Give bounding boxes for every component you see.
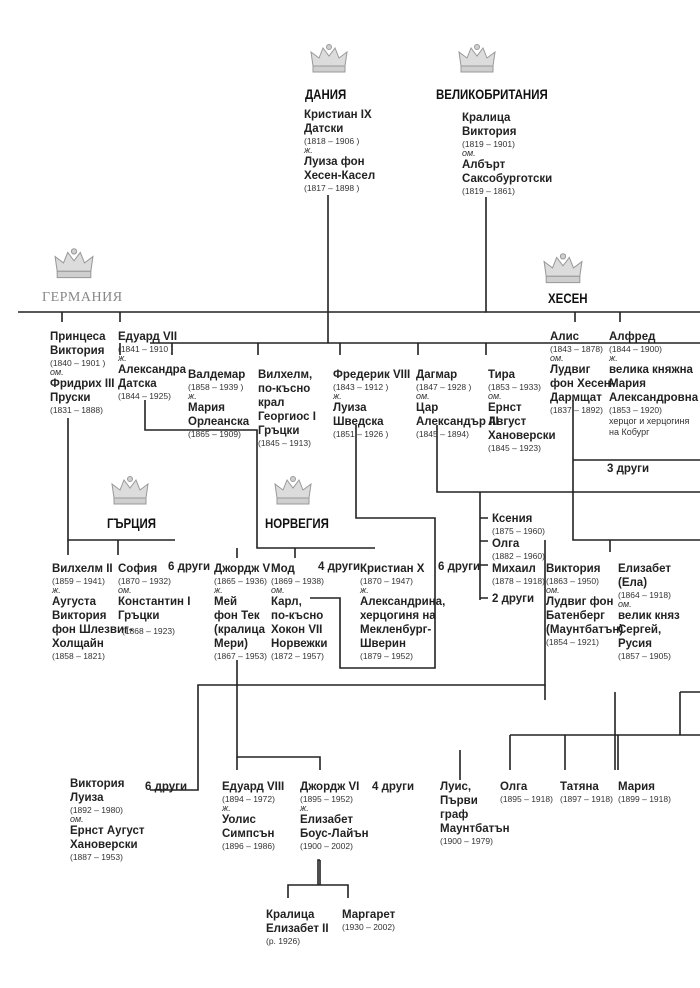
others-george-v: 4 други [372, 781, 415, 793]
others-dagmar: 2 други [492, 593, 535, 605]
country-hesse: ХЕСЕН [548, 290, 588, 306]
person-sophia: София (1870 – 1932) ом. Константин I Гръ… [118, 563, 191, 636]
person-george-vi: Джордж VI (1895 – 1952) ж. Елизабет Боус… [300, 781, 369, 852]
person-george-v: Джордж V (1865 – 1936) ж. Мей фон Тек (к… [214, 563, 271, 662]
others-alfred: 3 други [607, 463, 650, 475]
others-wilhelm-ii: 6 други [145, 781, 188, 793]
person-christian-x: Кристиан X (1870 – 1947) ж. Александрина… [360, 563, 446, 662]
person-christian-ix: Кристиан IX Датски (1818 – 1906 ) ж. Луи… [304, 109, 376, 194]
person-wilhelm-ii: Вилхелм II (1859 – 1941) ж. Аугуста Викт… [52, 563, 133, 662]
country-norway: НОРВЕГИЯ [265, 515, 329, 531]
person-queen-victoria: Кралица Виктория (1819 – 1901) ом. Албър… [462, 112, 553, 197]
person-thyra: Тира (1853 – 1933) ом. Ернст Август Хано… [488, 369, 556, 454]
crown-icon [274, 476, 312, 505]
person-elisabeth-ella: Елизабет (Ела) (1864 – 1918) ом. велик к… [618, 563, 680, 662]
person-maria: Мария (1899 – 1918) [618, 781, 671, 805]
person-frederik-viii: Фредерик VIII (1843 – 1912 ) ж. Луиза Шв… [333, 369, 411, 440]
crown-icon [310, 44, 348, 73]
person-edward-viii: Едуард VIII (1894 – 1972) ж. Уолис Симпс… [222, 781, 285, 852]
person-xenia: Ксения (1875 – 1960) [492, 513, 545, 537]
person-wilhelm-george-i: Вилхелм, по-късно крал Георгиос I Гръцки… [258, 369, 316, 449]
person-maud: Мод (1869 – 1938) ом. Карл, по-късно Хок… [271, 563, 328, 662]
person-valdemar: Валдемар (1858 – 1939 ) ж. Мария Орлеанс… [188, 369, 250, 440]
person-elizabeth-ii: Кралица Елизабет II (р. 1926) [266, 909, 329, 947]
country-denmark: ДАНИЯ [305, 86, 347, 102]
country-greece: ГЪРЦИЯ [107, 515, 157, 531]
person-victoria-louise: Виктория Луиза (1892 – 1980) ом. Ернст А… [70, 778, 145, 863]
person-princess-victoria: Принцеса Виктория (1840 – 1901 ) ом. Фри… [50, 331, 115, 416]
person-michael: Михаил (1878 – 1918) [492, 563, 545, 587]
person-olga: Олга (1882 – 1960) [492, 538, 545, 562]
person-alfred: Алфред (1844 – 1900) ж. велика княжна Ма… [609, 331, 699, 437]
person-olga-romanova: Олга (1895 – 1918) [500, 781, 553, 805]
country-britain: ВЕЛИКОБРИТАНИЯ [436, 86, 548, 102]
crown-icon [111, 476, 149, 505]
others-edward: 4 други [318, 561, 361, 573]
person-louis-mountbatten: Луис, Първи граф Маунтбатън (1900 – 1979… [440, 781, 510, 847]
person-tatiana: Татяна (1897 – 1918) [560, 781, 613, 805]
person-edward-vii: Едуард VII (1841 – 1910 ) ж. Александра … [118, 331, 187, 402]
crown-icon [54, 248, 94, 279]
person-margaret: Маргарет (1930 – 2002) [342, 909, 396, 933]
person-alice: Алис (1843 – 1878) ом. Лудвиг фон Хесен-… [550, 331, 615, 416]
crown-icon [543, 253, 583, 284]
country-germany: ГЕРМАНИЯ [42, 290, 123, 305]
others-vicky: 6 други [168, 561, 211, 573]
others-frederik: 6 други [438, 561, 481, 573]
person-dagmar: Дагмар (1847 – 1928 ) ом. Цар Александър… [416, 369, 499, 440]
crown-icon [458, 44, 496, 73]
person-victoria-battenberg: Виктория (1863 – 1950) ом. Лудвиг фон Ба… [546, 563, 624, 648]
